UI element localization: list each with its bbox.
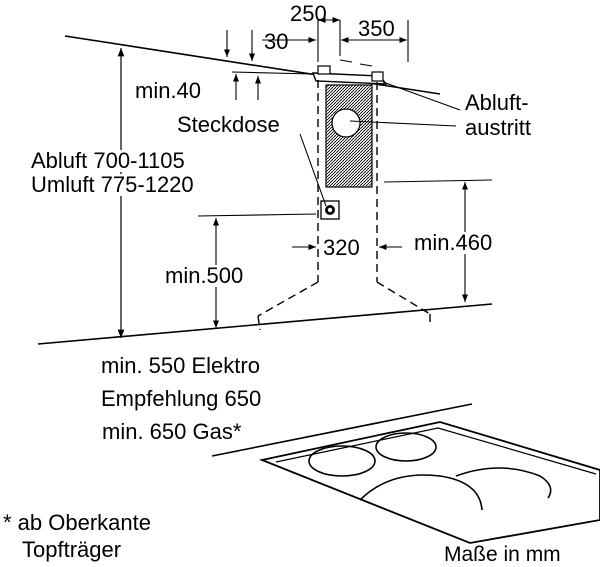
umluft-range-label: Umluft 775-1220 — [30, 172, 195, 197]
abluft-range-label: Abluft 700-1105 — [30, 148, 186, 173]
units-label: Maße in mm — [444, 543, 561, 566]
chimney-outline — [257, 80, 431, 331]
dim-250-label: 250 — [290, 1, 327, 26]
exhaust-outlet — [331, 108, 361, 138]
socket — [320, 200, 340, 220]
footnote-line1: * ab Oberkante — [3, 510, 151, 535]
dim-350-label: 350 — [358, 16, 395, 41]
abluft-leader — [382, 81, 461, 111]
note-gas: min. 650 Gas* — [101, 419, 243, 444]
note-elektro: min. 550 Elektro — [101, 353, 260, 378]
steckdose-leader — [299, 133, 327, 207]
steckdose-label: Steckdose — [176, 112, 281, 137]
hood-bottom-line — [37, 303, 493, 345]
dim-min500-label: min.500 — [164, 263, 245, 288]
dim-30-label: 30 — [264, 29, 289, 54]
austritt-leader — [349, 120, 457, 127]
dim-top-lines — [262, 16, 409, 62]
dim-min40-lines — [231, 71, 313, 100]
abluft-austritt-label-line2: austritt — [465, 115, 532, 140]
cooktop — [211, 403, 600, 544]
ceiling-bracket — [311, 59, 388, 85]
dim-320-label: 320 — [322, 235, 361, 260]
dim-min40-label: min.40 — [135, 78, 202, 103]
dim-30-lines — [223, 30, 256, 61]
abluft-austritt-label-line1: Abluft- — [465, 90, 529, 115]
dim-min460-label: min.460 — [413, 230, 494, 255]
footnote-line2: Topfträger — [22, 537, 122, 562]
note-empfehlung: Empfehlung 650 — [101, 386, 262, 411]
